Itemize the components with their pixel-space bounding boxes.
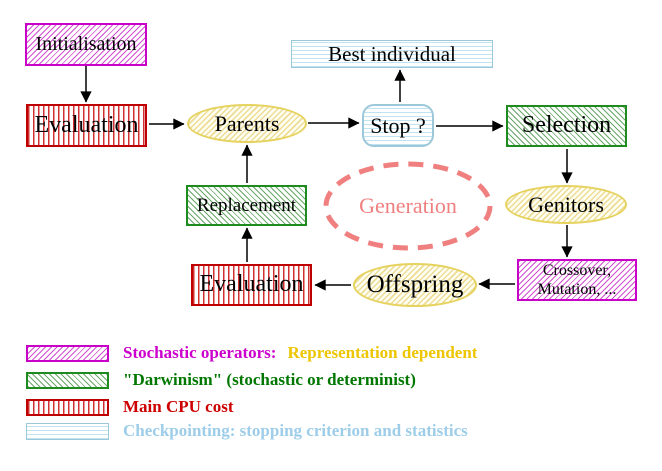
- node-stop: Stop ?: [362, 104, 434, 147]
- node-evaluation-top: Evaluation: [26, 104, 147, 147]
- node-evaluation-bottom: Evaluation: [191, 264, 312, 306]
- legend-row-cpu-cost: Main CPU cost: [26, 397, 234, 416]
- legend-label-stochastic: Stochastic operators:: [123, 343, 277, 362]
- legend-label-checkpointing: Checkpointing: stopping criterion and st…: [123, 421, 468, 440]
- node-genitors: Genitors: [505, 185, 627, 224]
- crossover-line1: Crossover,: [542, 261, 612, 279]
- legend-label-representation: Representation dependent: [287, 343, 478, 362]
- node-initialisation: Initialisation: [25, 23, 147, 66]
- legend-row-checkpointing: Checkpointing: stopping criterion and st…: [26, 421, 468, 440]
- crossover-line2: Mutation, ...: [537, 281, 617, 298]
- node-replacement: Replacement: [186, 185, 307, 226]
- node-selection: Selection: [506, 105, 627, 147]
- legend-swatch-cpu-cost: [26, 398, 109, 416]
- node-parents: Parents: [187, 104, 307, 143]
- generation-label: Generation: [359, 193, 457, 219]
- node-crossover-mutation: Crossover, Mutation, ...: [517, 259, 637, 301]
- legend-label-darwinism: "Darwinism" (stochastic or determinist): [123, 370, 416, 389]
- legend-swatch-checkpointing: [26, 422, 109, 440]
- legend-row-darwinism: "Darwinism" (stochastic or determinist): [26, 370, 416, 389]
- legend-swatch-stochastic: [26, 344, 109, 362]
- legend-label-cpu-cost: Main CPU cost: [123, 397, 234, 416]
- legend-row-stochastic: Stochastic operators: Representation dep…: [26, 343, 478, 362]
- node-best-individual: Best individual: [291, 40, 493, 68]
- legend-swatch-darwinism: [26, 371, 109, 389]
- node-offspring: Offspring: [353, 263, 477, 307]
